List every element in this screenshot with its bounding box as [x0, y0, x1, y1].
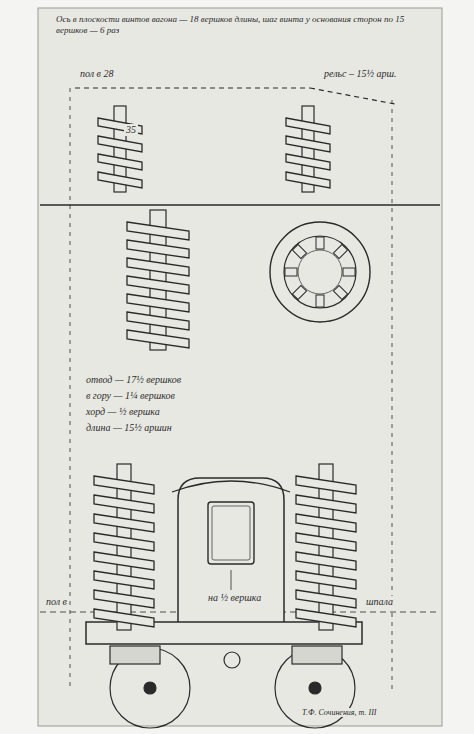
- rail-note: рельс – 15½ арш.: [322, 68, 399, 80]
- plan-view-core: [298, 250, 342, 294]
- wheel-hub: [144, 682, 156, 694]
- cab-window-inner: [212, 506, 250, 560]
- screw-blade: [296, 476, 356, 494]
- screw-blade: [286, 118, 330, 134]
- screw-blade: [296, 514, 356, 532]
- screw-blade: [127, 276, 189, 294]
- screw-spring: [296, 464, 356, 630]
- screw-blade: [94, 495, 154, 513]
- paper-sheet: [38, 8, 442, 726]
- screw-blade: [127, 222, 189, 240]
- screw-blade: [94, 514, 154, 532]
- screw-blade: [98, 172, 142, 188]
- sleeper-note: шпала: [364, 596, 395, 608]
- cab-window: [208, 502, 254, 564]
- screw-blade: [296, 533, 356, 551]
- plan-view-outer: [270, 222, 370, 322]
- dimension: на ½ вершка: [206, 592, 263, 604]
- plan-slot: [333, 244, 347, 258]
- screw-blade: [127, 312, 189, 330]
- source-note: Т.Ф. Сочинения, т. III: [300, 708, 378, 717]
- guide-line: [70, 88, 71, 690]
- screw-blade: [94, 533, 154, 551]
- spec-note: в гору — 1¼ вершков: [84, 390, 177, 402]
- plan-slot: [285, 268, 297, 276]
- section-line: [40, 204, 440, 205]
- screw-spring: [127, 210, 189, 350]
- plan-slot: [292, 244, 306, 258]
- screw-blade: [98, 154, 142, 170]
- screw-blade: [127, 240, 189, 258]
- spec-note: хорд — ½ вершка: [84, 406, 162, 418]
- level-line: [75, 87, 310, 88]
- spec-note: длина — 15½ аршин: [84, 422, 174, 434]
- screw-blade: [94, 609, 154, 627]
- axle-box: [292, 646, 342, 664]
- axle-box: [110, 646, 160, 664]
- plan-view-inner: [284, 236, 356, 308]
- screw-blade: [286, 172, 330, 188]
- cab-body: [178, 478, 284, 622]
- screw-blade: [296, 609, 356, 627]
- screw-blade: [296, 495, 356, 513]
- plan-slot: [343, 268, 355, 276]
- screw-blade: [127, 258, 189, 276]
- plan-slot: [292, 285, 306, 299]
- plan-slot: [316, 237, 324, 249]
- plan-view-slots: [285, 237, 355, 307]
- screw-spring: [286, 106, 330, 192]
- screw-blade: [94, 590, 154, 608]
- heading-note: Ось в плоскости винтов вагона — 18 вершк…: [56, 14, 428, 36]
- screw-blade: [296, 590, 356, 608]
- wheel-hub: [309, 682, 321, 694]
- spec-note: отвод — 17½ вершков: [84, 374, 183, 386]
- screw-blade: [94, 571, 154, 589]
- plan-slot: [333, 285, 347, 299]
- screw-blade: [127, 330, 189, 348]
- floor-note: пол в: [44, 596, 69, 608]
- screw-blade: [286, 154, 330, 170]
- screw-spring: [98, 106, 142, 192]
- center-pivot: [224, 652, 240, 668]
- screw-blade: [296, 552, 356, 570]
- screw-blade: [286, 136, 330, 152]
- screw-spring: [94, 464, 154, 630]
- screw-blade: [296, 571, 356, 589]
- screw-blade: [127, 294, 189, 312]
- dimension: 35: [124, 124, 138, 136]
- cab-roof: [172, 481, 290, 492]
- slope-line: [310, 88, 395, 104]
- plan-slot: [316, 295, 324, 307]
- level-note: пол в 28: [78, 68, 115, 80]
- screw-blade: [98, 136, 142, 152]
- leader-line: [231, 570, 232, 590]
- screw-blade: [94, 552, 154, 570]
- screw-blade: [94, 476, 154, 494]
